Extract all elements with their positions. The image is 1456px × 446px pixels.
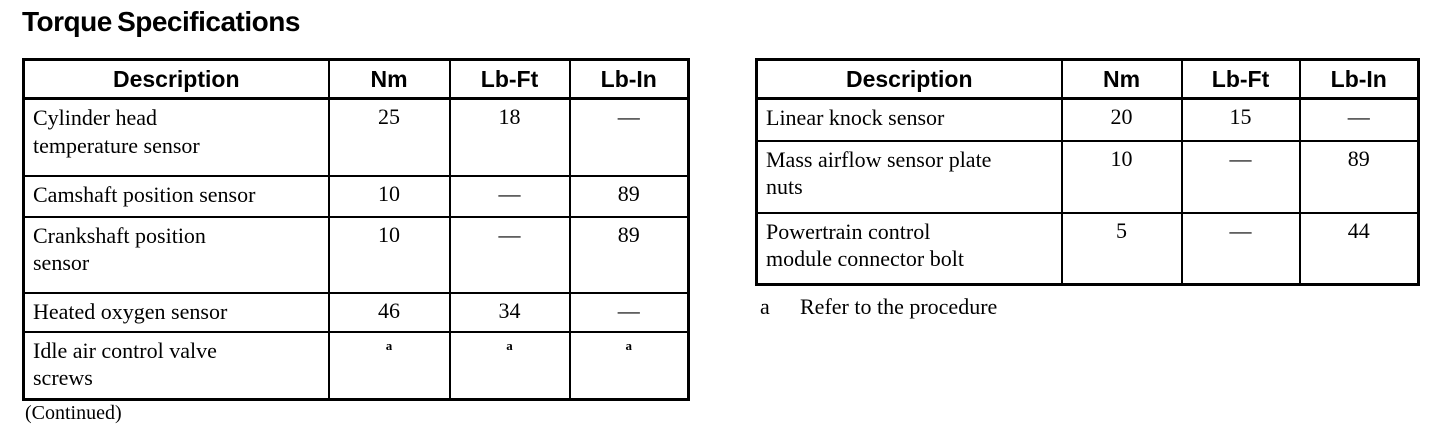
lb-in-cell: 44 <box>1298 211 1420 286</box>
header-lb-in: Lb-In <box>1298 58 1420 100</box>
table-row: Linear knock sensor 20 15 — <box>755 97 1420 142</box>
header-lb-ft: Lb-Ft <box>448 58 571 100</box>
lb-in-cell: 89 <box>568 215 690 294</box>
header-description: Description <box>22 58 330 100</box>
table-row: Mass airflow sensor plate nuts 10 — 89 <box>755 139 1420 214</box>
header-lb-ft: Lb-Ft <box>1180 58 1301 100</box>
table-row: Idle air control valve screws a a a <box>22 330 690 401</box>
lb-in-cell: — <box>568 97 690 177</box>
lb-in-cell: — <box>1298 97 1420 142</box>
nm-cell: 25 <box>327 97 451 177</box>
lb-in-cell: — <box>568 291 690 333</box>
description-cell: Cylinder head temperature sensor <box>22 97 330 177</box>
lb-ft-cell: 18 <box>448 97 571 177</box>
description-cell: Camshaft position sensor <box>22 174 330 218</box>
right-torque-table: Description Nm Lb-Ft Lb-In Linear knock … <box>755 58 1420 286</box>
description-cell: Heated oxygen sensor <box>22 291 330 333</box>
left-header-row: Description Nm Lb-Ft Lb-In <box>22 58 690 100</box>
continued-label: (Continued) <box>25 402 122 424</box>
table-row: Heated oxygen sensor 46 34 — <box>22 291 690 333</box>
lb-ft-cell: — <box>448 174 571 218</box>
lb-ft-cell: — <box>1180 211 1301 286</box>
description-cell: Idle air control valve screws <box>22 330 330 401</box>
right-header-row: Description Nm Lb-Ft Lb-In <box>755 58 1420 100</box>
table-row: Camshaft position sensor 10 — 89 <box>22 174 690 218</box>
lb-ft-cell-footnote-mark: a <box>448 330 571 401</box>
description-cell: Mass airflow sensor plate nuts <box>755 139 1063 214</box>
nm-cell: 10 <box>327 174 451 218</box>
lb-ft-cell: 34 <box>448 291 571 333</box>
description-cell: Linear knock sensor <box>755 97 1063 142</box>
header-nm: Nm <box>1060 58 1183 100</box>
lb-ft-cell: — <box>1180 139 1301 214</box>
description-cell: Powertrain control module connector bolt <box>755 211 1063 286</box>
header-nm: Nm <box>327 58 451 100</box>
lb-in-cell: 89 <box>568 174 690 218</box>
nm-cell-footnote-mark: a <box>327 330 451 401</box>
footnote: a Refer to the procedure <box>760 294 997 320</box>
nm-cell: 46 <box>327 291 451 333</box>
lb-in-cell: 89 <box>1298 139 1420 214</box>
footnote-marker: a <box>760 294 770 319</box>
nm-cell: 5 <box>1060 211 1183 286</box>
nm-cell: 10 <box>1060 139 1183 214</box>
footnote-text: Refer to the procedure <box>800 294 998 319</box>
description-cell: Crankshaft position sensor <box>22 215 330 294</box>
page-title: Torque Specifications <box>22 6 300 37</box>
lb-ft-cell: — <box>448 215 571 294</box>
table-row: Crankshaft position sensor 10 — 89 <box>22 215 690 294</box>
table-row: Cylinder head temperature sensor 25 18 — <box>22 97 690 177</box>
nm-cell: 10 <box>327 215 451 294</box>
header-description: Description <box>755 58 1063 100</box>
header-lb-in: Lb-In <box>568 58 690 100</box>
left-torque-table: Description Nm Lb-Ft Lb-In Cylinder head… <box>22 58 690 401</box>
nm-cell: 20 <box>1060 97 1183 142</box>
table-row: Powertrain control module connector bolt… <box>755 211 1420 286</box>
lb-ft-cell: 15 <box>1180 97 1301 142</box>
lb-in-cell-footnote-mark: a <box>568 330 690 401</box>
